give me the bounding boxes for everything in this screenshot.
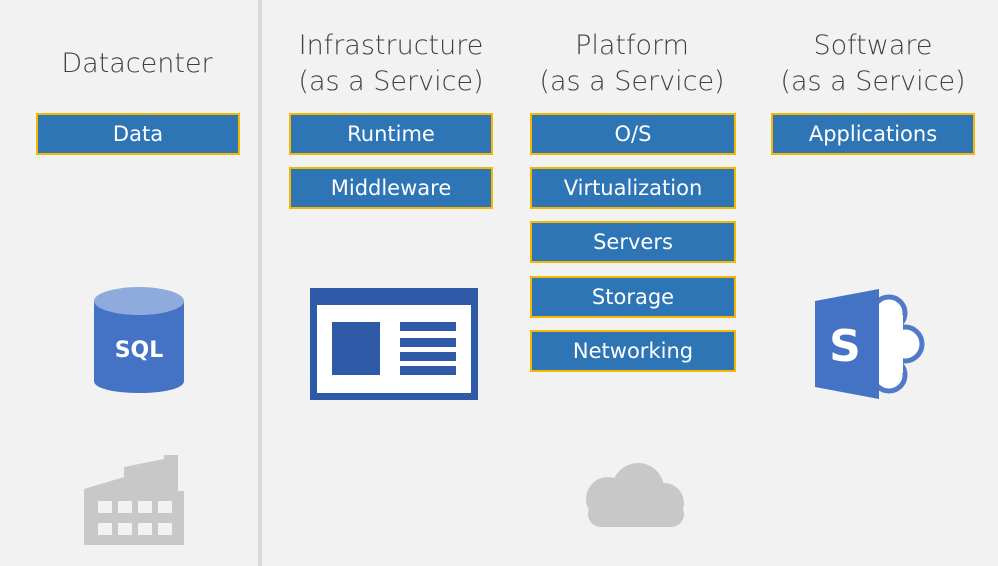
sharepoint-letter: S [829, 321, 861, 372]
heading-line: (as a Service) [780, 66, 966, 97]
layer-box-networking: Networking [530, 330, 736, 372]
cloud-icon [586, 463, 684, 527]
layer-box-middleware: Middleware [289, 167, 493, 209]
layer-box-applications: Applications [771, 113, 975, 155]
heading-line: (as a Service) [539, 66, 725, 97]
layer-box-storage: Storage [530, 276, 736, 318]
saas-heading: Software (as a Service) [773, 28, 973, 100]
datacenter-heading: Datacenter [37, 46, 237, 82]
heading-line: (as a Service) [298, 66, 484, 97]
layer-box-os: O/S [530, 113, 736, 155]
sql-label: SQL [115, 338, 164, 363]
iaas-heading: Infrastructure (as a Service) [291, 28, 491, 100]
sql-database-icon: SQL [94, 287, 184, 393]
heading-line: Infrastructure [298, 30, 484, 61]
layer-box-virtualization: Virtualization [530, 167, 736, 209]
factory-icon [84, 455, 184, 545]
layer-box-runtime: Runtime [289, 113, 493, 155]
layer-box-data: Data [36, 113, 240, 155]
heading-line: Software [813, 30, 933, 61]
web-page-icon [310, 288, 478, 400]
layer-box-servers: Servers [530, 221, 736, 263]
heading-line: Datacenter [61, 48, 213, 79]
sharepoint-icon: S [815, 289, 925, 399]
heading-line: Platform [575, 30, 689, 61]
panel-divider [258, 0, 262, 566]
paas-heading: Platform (as a Service) [532, 28, 732, 100]
